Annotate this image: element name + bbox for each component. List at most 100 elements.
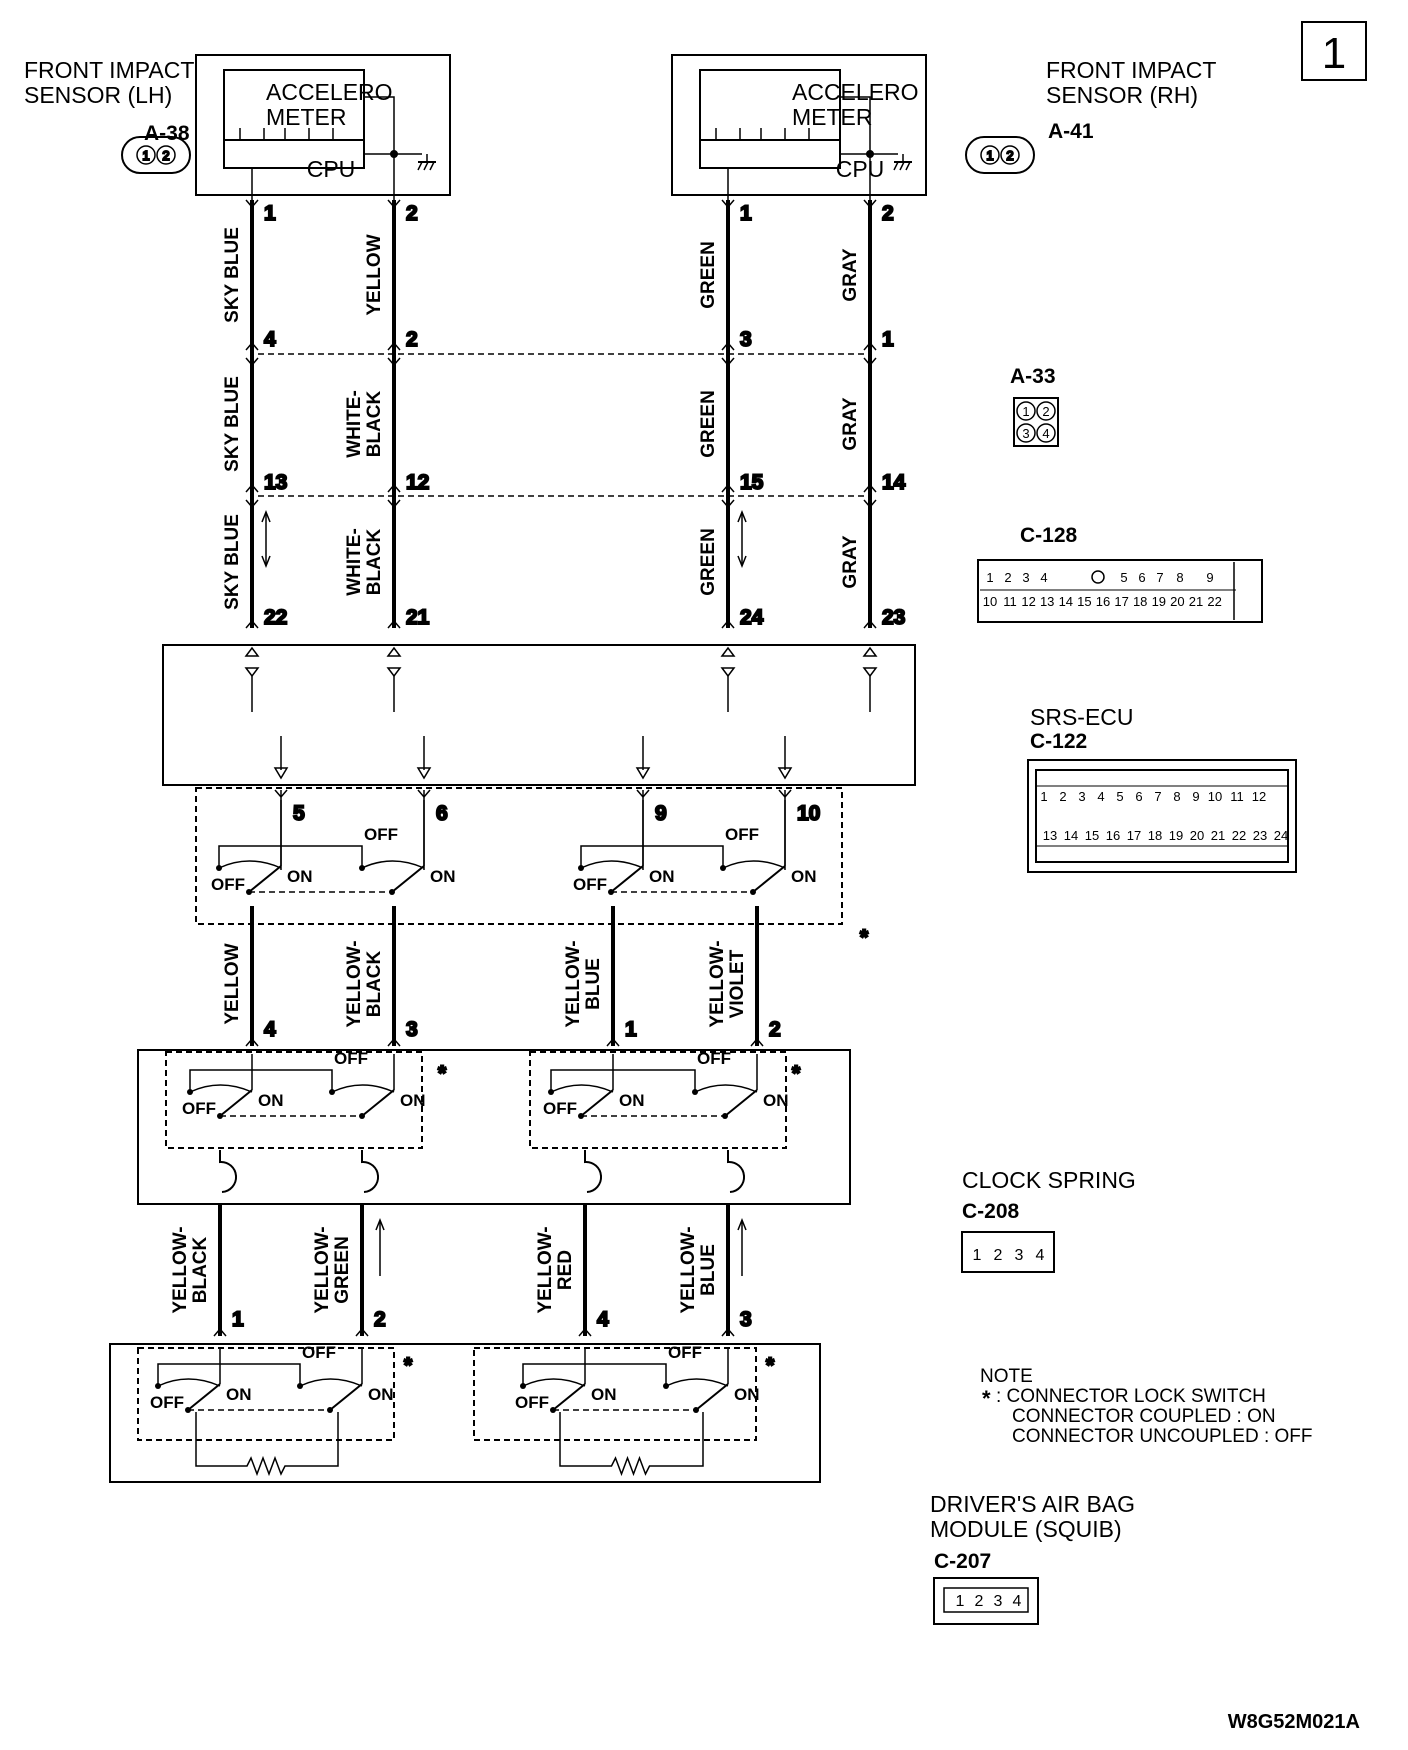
ecu-terminal	[244, 646, 260, 657]
accelerometer-rh-label: ACCELERO	[792, 79, 919, 105]
pin-fork	[245, 483, 259, 493]
cpu-lh-label: CPU	[307, 156, 356, 182]
c128-pin: 12	[1021, 594, 1035, 609]
pin-fork	[863, 357, 877, 367]
ecu-terminal	[386, 646, 402, 657]
clock-spring-coil	[219, 1150, 238, 1193]
c122-pin: 22	[1232, 828, 1246, 843]
c128-pin: 2	[1004, 570, 1011, 585]
c122-pin: 7	[1154, 789, 1161, 804]
ecu-terminal	[416, 767, 432, 780]
connector-c122-face	[1027, 759, 1297, 873]
switch-blade	[695, 1383, 729, 1411]
switch-blade	[361, 1089, 395, 1117]
wire-label: YELLOW-VIOLET	[707, 940, 748, 1027]
c208-pin-4: 4	[1036, 1247, 1045, 1264]
sensor-lh-title: FRONT IMPACT	[24, 57, 194, 83]
wire-label: WHITE-BLACK	[344, 528, 385, 596]
switch-blade	[329, 1383, 363, 1411]
pin-fork	[355, 1327, 369, 1337]
c208-pin-2: 2	[994, 1247, 1003, 1264]
off-link	[189, 1069, 333, 1092]
lock-switch-star: *	[766, 1354, 775, 1377]
pin-fork	[578, 1327, 592, 1337]
pin-fork	[721, 341, 735, 351]
off-arc	[361, 860, 425, 869]
pin-fork	[387, 619, 401, 629]
ecu-terminal	[862, 646, 878, 657]
squib-resistor	[559, 1412, 704, 1477]
connector-c208-label: C-208	[962, 1200, 1020, 1223]
c122-pin: 16	[1106, 828, 1120, 843]
connector-a41-label: A-41	[1048, 120, 1094, 143]
pin-fork	[750, 1037, 764, 1047]
wire-color-label: GRAY	[840, 397, 861, 450]
c128-pin: 17	[1114, 594, 1128, 609]
pin-fork	[863, 483, 877, 493]
c128-key	[1091, 570, 1105, 584]
a33-pin-number: 1	[882, 328, 894, 351]
connector-c128-face	[977, 559, 1263, 623]
c122-pin: 17	[1127, 828, 1141, 843]
cpu-rh-label: CPU	[836, 156, 885, 182]
wire-color-label: YELLOW-	[312, 1226, 333, 1313]
lock-switch-box-ecu	[195, 787, 843, 925]
wire-color-label: WHITE-	[344, 528, 365, 596]
off-arc	[218, 860, 282, 869]
wire-label: YELLOW	[222, 943, 243, 1024]
pin-fork	[245, 341, 259, 351]
on-label: ON	[400, 1091, 426, 1110]
c122-pin: 14	[1064, 828, 1078, 843]
ground-icon	[429, 161, 435, 171]
on-label: ON	[763, 1091, 789, 1110]
clock-pin-number: 3	[406, 1018, 418, 1041]
arrow-head	[261, 555, 271, 569]
c128-pin: 20	[1170, 594, 1184, 609]
note-star: *	[982, 1386, 991, 1411]
pin-fork	[636, 789, 650, 799]
c122-inner	[1035, 769, 1289, 863]
sensor-pin-number: 2	[406, 202, 418, 225]
wire-color-label: SKY BLUE	[222, 376, 243, 472]
c122-pin: 19	[1169, 828, 1183, 843]
a33-pin-2: 2	[1042, 404, 1049, 419]
off-arc	[550, 1084, 614, 1093]
pin-fork	[863, 341, 877, 351]
page-number-box	[1301, 21, 1367, 81]
pin-fork	[721, 357, 735, 367]
wire-color-label: BLACK	[190, 1236, 211, 1303]
switch-blade	[752, 865, 786, 893]
wire-color-label: VIOLET	[727, 949, 748, 1018]
c128-pin: 10	[983, 594, 997, 609]
ecu-out-pin-number: 9	[655, 802, 667, 825]
c128-pin: 18	[1133, 594, 1147, 609]
on-label: ON	[649, 867, 675, 886]
switch-blade	[580, 1089, 614, 1117]
ecu-terminal	[777, 767, 793, 780]
c128-pin: 11	[1003, 594, 1017, 609]
wire-color-label: GRAY	[840, 535, 861, 588]
squib-subtitle: MODULE (SQUIB)	[930, 1516, 1122, 1542]
c128-pin: 14	[1059, 594, 1073, 609]
ecu-terminal	[720, 667, 736, 678]
pin-fork	[721, 619, 735, 629]
wire-color-label: YELLOW	[222, 943, 243, 1024]
wire-label: GRAY	[840, 248, 861, 301]
c207-pin-4: 4	[1013, 1593, 1022, 1610]
lock-switch-star: *	[438, 1062, 447, 1085]
sensor-pin-number: 1	[264, 202, 276, 225]
wire-color-label: BLUE	[583, 958, 604, 1010]
off-arc	[299, 1378, 363, 1387]
arrow-head	[737, 555, 747, 569]
pin-fork	[245, 619, 259, 629]
wire-color-label: SKY BLUE	[222, 514, 243, 610]
c122-pin: 12	[1252, 789, 1266, 804]
off-link	[157, 1363, 301, 1386]
wire-color-label: YELLOW-	[707, 940, 728, 1027]
a33-pin-4: 4	[1042, 426, 1049, 441]
pin-fork	[245, 199, 259, 209]
wire-color-label: SKY BLUE	[222, 227, 243, 323]
diagram-code: W8G52M021A	[1228, 1711, 1360, 1733]
wire-label: YELLOW-BLUE	[563, 940, 604, 1027]
sensor-internal-wire	[840, 96, 871, 200]
